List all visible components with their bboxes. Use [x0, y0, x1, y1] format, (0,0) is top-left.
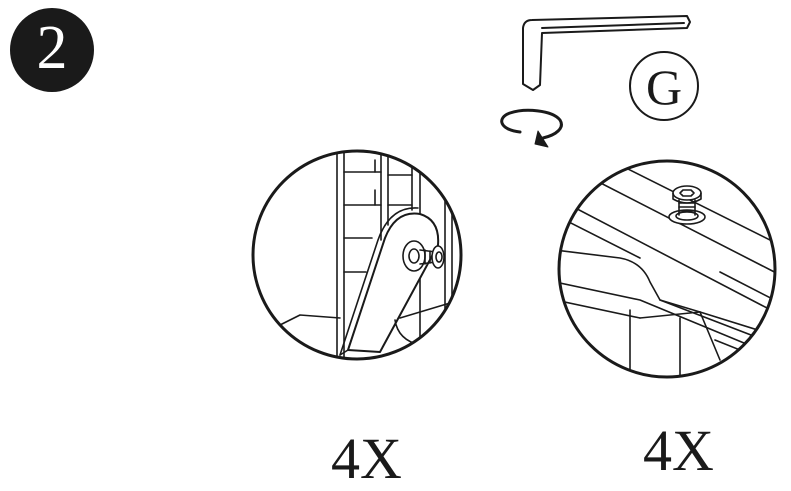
hinge-bolt-detail: [251, 149, 463, 361]
step-number: 2: [36, 14, 68, 82]
part-label-g: G: [629, 51, 699, 121]
step-number-badge: 2: [10, 8, 94, 92]
quantity-right: 4X: [643, 418, 714, 483]
rotate-clockwise-icon: [500, 108, 563, 148]
part-letter: G: [646, 59, 682, 115]
bolt-rail-detail: [557, 159, 777, 379]
quantity-left: 4X: [331, 426, 402, 491]
allen-key-icon: [522, 15, 691, 91]
